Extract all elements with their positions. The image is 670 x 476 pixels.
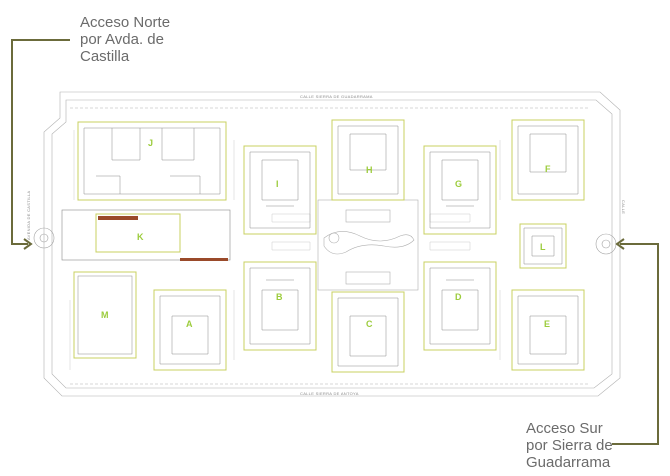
- perimeter-road: [43, 91, 621, 397]
- building-label-a: A: [186, 319, 193, 329]
- roundabout-west: [33, 227, 55, 249]
- south-access-label: Acceso Sur por Sierra de Guadarrama: [526, 420, 613, 471]
- building-label-l: L: [540, 242, 546, 252]
- building-l[interactable]: L: [519, 223, 567, 269]
- north-access-label: Acceso Norte por Avda. de Castilla: [80, 14, 171, 65]
- roundabout-east: [595, 233, 617, 255]
- building-label-j: J: [148, 138, 153, 148]
- building-d[interactable]: D: [423, 261, 497, 351]
- building-g[interactable]: G: [423, 145, 497, 235]
- street-label-left: AVENIDA DE CASTILLA: [26, 191, 31, 240]
- building-c[interactable]: C: [331, 291, 405, 373]
- building-h[interactable]: H: [331, 119, 405, 201]
- north-access-arrow: [11, 39, 70, 250]
- building-label-e: E: [544, 319, 550, 329]
- building-label-f: F: [545, 164, 551, 174]
- central-plaza: [317, 199, 419, 291]
- building-label-c: C: [366, 319, 373, 329]
- building-a[interactable]: A: [153, 289, 227, 371]
- building-label-i: I: [276, 179, 279, 189]
- building-m[interactable]: M: [73, 271, 137, 359]
- building-b[interactable]: B: [243, 261, 317, 351]
- building-label-k: K: [137, 232, 144, 242]
- building-e[interactable]: E: [511, 289, 585, 371]
- building-label-h: H: [366, 165, 373, 175]
- building-k[interactable]: K: [61, 209, 231, 261]
- building-label-b: B: [276, 292, 283, 302]
- building-label-d: D: [455, 292, 462, 302]
- building-label-m: M: [101, 310, 109, 320]
- street-label-right: CALLE: [621, 200, 626, 214]
- building-j[interactable]: J: [77, 121, 227, 201]
- south-access-arrow: [612, 238, 659, 445]
- parking-lines: [69, 130, 501, 370]
- building-f[interactable]: F: [511, 119, 585, 201]
- street-label-bottom: CALLE SIERRA DE ANTOYA: [300, 391, 359, 396]
- building-i[interactable]: I: [243, 145, 317, 235]
- street-label-top: CALLE SIERRA DE GUADARRAMA: [300, 94, 373, 99]
- building-label-g: G: [455, 179, 462, 189]
